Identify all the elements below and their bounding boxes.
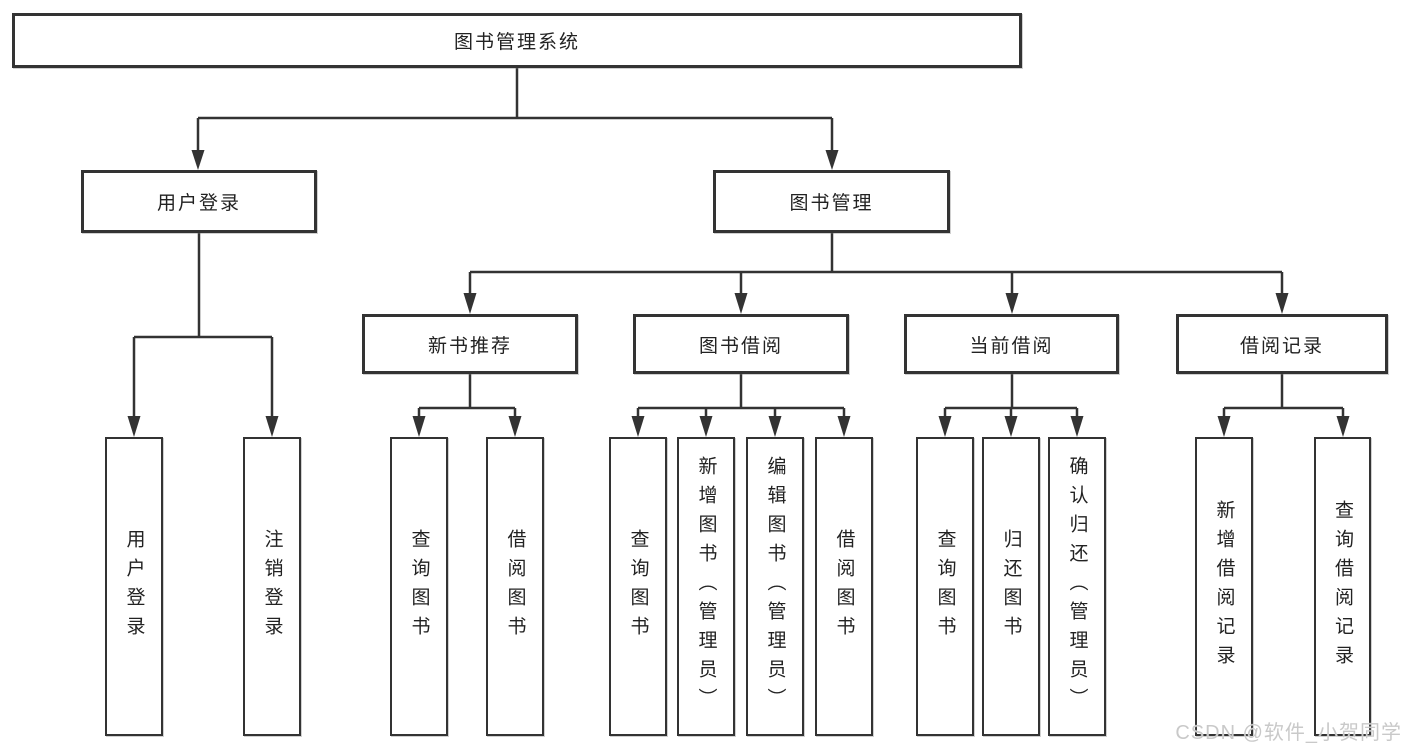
leaf-logout: 注销登录 xyxy=(243,437,301,736)
leaf-user-login: 用户登录 xyxy=(105,437,163,736)
node-user-login: 用户登录 xyxy=(81,170,317,233)
leaf-user-login-label: 用户登录 xyxy=(123,528,145,645)
leaf-query-borrow-record-label: 查询借阅记录 xyxy=(1332,499,1353,674)
leaf-query-books-recommend: 查询图书 xyxy=(390,437,448,736)
leaf-borrow-books-label: 借阅图书 xyxy=(833,528,855,645)
node-book-borrow: 图书借阅 xyxy=(633,314,849,374)
leaf-query-books-borrow: 查询图书 xyxy=(609,437,667,736)
leaf-query-books-current-label: 查询图书 xyxy=(934,528,956,645)
leaf-return-books-label: 归还图书 xyxy=(1000,528,1022,645)
leaf-add-books-admin-label: 新增图书（管理员） xyxy=(695,456,717,717)
leaf-borrow-books-recommend: 借阅图书 xyxy=(486,437,544,736)
leaf-logout-label: 注销登录 xyxy=(261,528,283,645)
leaf-query-books-recommend-label: 查询图书 xyxy=(408,528,430,645)
leaf-add-books-admin: 新增图书（管理员） xyxy=(677,437,735,736)
leaf-confirm-return-admin-label: 确认归还（管理员） xyxy=(1066,456,1088,717)
leaf-return-books: 归还图书 xyxy=(982,437,1040,736)
leaf-query-books-current: 查询图书 xyxy=(916,437,974,736)
leaf-query-books-borrow-label: 查询图书 xyxy=(627,528,649,645)
leaf-borrow-books-recommend-label: 借阅图书 xyxy=(504,528,526,645)
node-new-book-recommend: 新书推荐 xyxy=(362,314,578,374)
leaf-query-borrow-record: 查询借阅记录 xyxy=(1314,437,1371,736)
leaf-confirm-return-admin: 确认归还（管理员） xyxy=(1048,437,1106,736)
leaf-borrow-books: 借阅图书 xyxy=(815,437,873,736)
leaf-add-borrow-record: 新增借阅记录 xyxy=(1195,437,1253,736)
node-borrow-records: 借阅记录 xyxy=(1176,314,1388,374)
node-current-borrow: 当前借阅 xyxy=(904,314,1119,374)
leaf-edit-books-admin: 编辑图书（管理员） xyxy=(746,437,804,736)
leaf-edit-books-admin-label: 编辑图书（管理员） xyxy=(764,456,786,717)
node-book-management: 图书管理 xyxy=(713,170,950,233)
leaf-add-borrow-record-label: 新增借阅记录 xyxy=(1213,499,1235,674)
node-library-system: 图书管理系统 xyxy=(12,13,1022,68)
watermark: CSDN @软件_小贺同学 xyxy=(1175,722,1402,744)
